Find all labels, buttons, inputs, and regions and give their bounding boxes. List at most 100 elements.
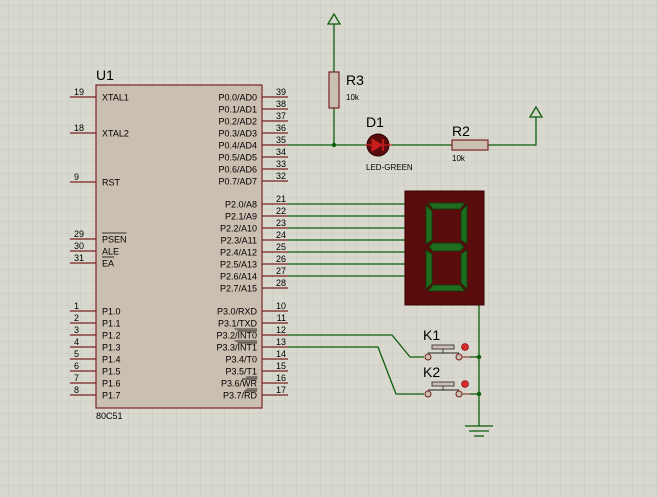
pin-signal-label: P0.6/AD6 xyxy=(218,165,257,175)
pin-signal-label: P1.0 xyxy=(102,307,121,317)
junction-dot xyxy=(476,354,482,360)
power-terminal-right[interactable] xyxy=(528,105,544,118)
pin-label-prefix: P3.1/ xyxy=(218,319,240,329)
segment-c xyxy=(460,249,468,290)
pin-number: 28 xyxy=(276,278,286,288)
pin-number: 16 xyxy=(276,373,286,383)
pin-label-overbar: INT0 xyxy=(237,331,257,341)
pushbutton-k1[interactable]: K1 xyxy=(423,327,470,361)
mcu-pin-left[interactable]: 7P1.6 xyxy=(70,373,121,389)
pin-number: 36 xyxy=(276,123,286,133)
pin-label-prefix: P3.6/ xyxy=(221,379,243,389)
junction-dot xyxy=(476,391,482,397)
segment-a xyxy=(427,202,466,210)
pin-number: 23 xyxy=(276,218,286,228)
mcu-pin-left[interactable]: 2P1.1 xyxy=(70,313,121,329)
pin-number: 9 xyxy=(74,172,79,182)
pin-signal-label: P1.5 xyxy=(102,367,121,377)
seven-segment-display[interactable] xyxy=(404,190,485,306)
pin-signal-label: P1.7 xyxy=(102,391,121,401)
pin-label-suffix: T1 xyxy=(246,367,257,377)
pin-signal-label: PSEN xyxy=(102,235,127,245)
pin-number: 13 xyxy=(276,337,286,347)
pin-signal-label: EA xyxy=(102,259,114,269)
pin-label-prefix: P3.7/ xyxy=(223,391,245,401)
pin-number: 21 xyxy=(276,194,286,204)
pin-label-prefix: P3.2/ xyxy=(216,331,238,341)
pin-number: 14 xyxy=(276,349,286,359)
power-terminal-top[interactable] xyxy=(326,12,342,25)
mcu-part-label: 80C51 xyxy=(96,411,123,421)
pin-label-overbar: RD xyxy=(244,391,257,401)
pin-label-prefix: P3.3/ xyxy=(216,343,238,353)
pin-signal-label: P1.3 xyxy=(102,343,121,353)
mcu-ref-label: U1 xyxy=(96,67,114,83)
d1-ref-label: D1 xyxy=(366,114,384,130)
pin-signal-label: ALE xyxy=(102,247,119,257)
resistor-r3[interactable]: R3 10k xyxy=(328,71,364,109)
pin-number: 4 xyxy=(74,337,79,347)
pin-signal-label: P3.5/T1 xyxy=(225,367,257,377)
pin-number: 31 xyxy=(74,253,84,263)
mcu-pin-left[interactable]: 6P1.5 xyxy=(70,361,121,377)
pin-signal-label: P3.2/INT0 xyxy=(216,331,257,341)
segment-g xyxy=(428,242,465,252)
pin-signal-label: XTAL2 xyxy=(102,129,129,139)
led-d1[interactable]: D1 LED-GREEN xyxy=(365,114,413,172)
pin-signal-label: P1.6 xyxy=(102,379,121,389)
pushbutton-k2[interactable]: K2 xyxy=(423,364,470,398)
pin-number: 35 xyxy=(276,135,286,145)
wire-r2-power xyxy=(488,117,537,146)
mcu-pin-left[interactable]: 1P1.0 xyxy=(70,301,121,317)
mcu-pin-left[interactable]: 5P1.4 xyxy=(70,349,121,365)
pin-number: 25 xyxy=(276,242,286,252)
mcu-pin-left[interactable]: 3P1.2 xyxy=(70,325,121,341)
resistor-r2[interactable]: R2 10k xyxy=(451,123,489,163)
pin-label-prefix: P3.0/ xyxy=(217,307,239,317)
pin-number: 27 xyxy=(276,266,286,276)
pin-signal-label: P0.3/AD3 xyxy=(218,129,257,139)
pin-number: 24 xyxy=(276,230,286,240)
wire-int1-k2 xyxy=(288,346,424,395)
mcu-pin-left[interactable]: 8P1.7 xyxy=(70,385,121,401)
pin-number: 19 xyxy=(74,87,84,97)
mcu-pin-left[interactable]: 4P1.3 xyxy=(70,337,121,353)
r2-value-label: 10k xyxy=(452,154,466,163)
pin-signal-label: P0.4/AD4 xyxy=(218,141,257,151)
mcu-body xyxy=(95,84,263,409)
r3-ref-label: R3 xyxy=(346,72,364,88)
k1-ref-label: K1 xyxy=(423,327,440,343)
ground-symbol[interactable] xyxy=(465,425,493,437)
